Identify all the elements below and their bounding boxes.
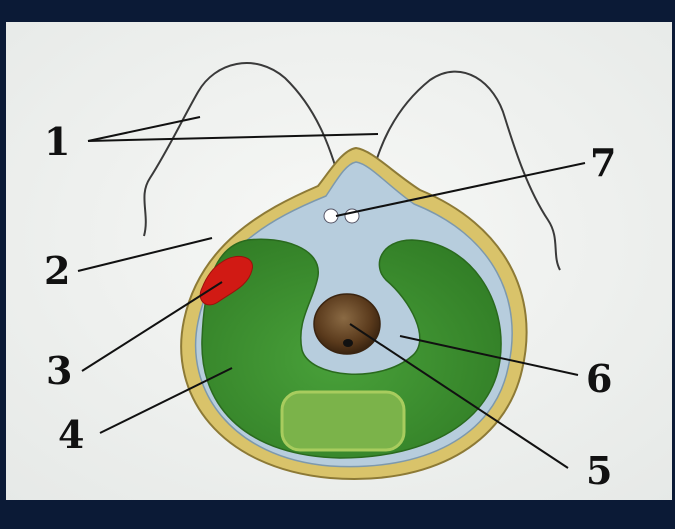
label-7: 7 <box>590 140 616 185</box>
label-2: 2 <box>44 248 70 293</box>
label-6: 6 <box>586 356 612 401</box>
contractile-vacuole-left <box>324 209 338 223</box>
pyrenoid <box>282 392 404 450</box>
label-4: 4 <box>58 412 84 457</box>
label-1: 1 <box>44 119 70 164</box>
label-5: 5 <box>586 448 612 493</box>
label-3: 3 <box>46 348 72 393</box>
nucleolus <box>343 339 353 347</box>
